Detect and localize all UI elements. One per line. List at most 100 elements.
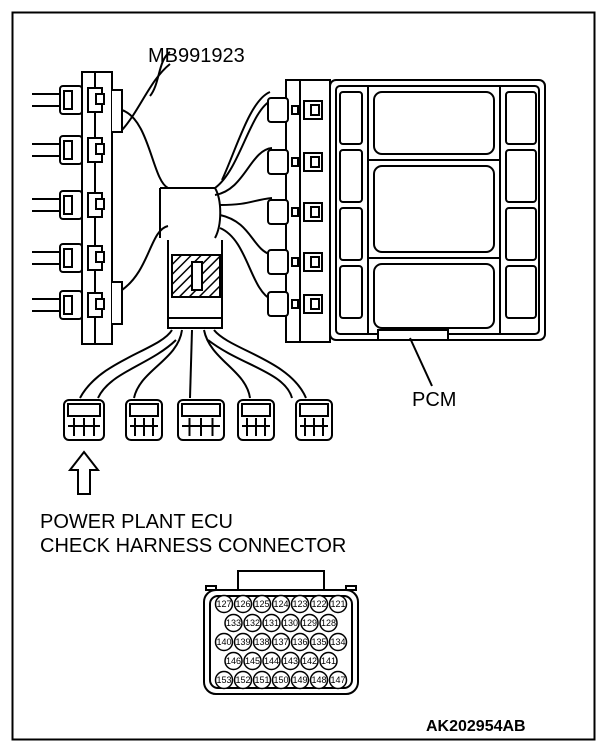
check-harness-connectors [63,399,333,441]
pcm-plug [267,291,323,317]
pin-number: 151 [254,675,269,685]
connector-pin: 137 [271,632,291,652]
connector-pin: 122 [309,594,329,614]
pin-circle [300,651,319,671]
pin-number: 139 [235,637,250,647]
pin-circle [224,651,243,671]
pin-circle [271,670,291,690]
check-harness-plug [177,399,225,441]
pin-circle [290,632,310,652]
pin-number: 149 [292,675,307,685]
pin-circle [214,632,234,652]
pin-circle [319,651,338,671]
pin-circle [271,594,291,614]
check-harness-plug [237,399,275,441]
pcm-plugs [267,97,323,317]
connector-pin: 151 [252,670,272,690]
connector-pin: 143 [281,651,300,671]
pin-circle [262,613,281,633]
pin-number: 136 [292,637,307,647]
pin-number: 134 [330,637,345,647]
pcm-plug [267,149,323,175]
connector-pin: 150 [271,670,291,690]
pin-number: 145 [245,656,260,666]
connector-pin: 136 [290,632,310,652]
pin-circle [290,594,310,614]
pcm-plug [267,97,323,123]
pin-number: 142 [302,656,317,666]
pin-number: 123 [292,599,307,609]
connector-pin: 141 [319,651,338,671]
pin-circle [243,613,262,633]
connector-pin: 139 [233,632,253,652]
connector-pin: 146 [224,651,243,671]
tool-name-label: MB991923 [148,45,245,67]
pin-circle [214,594,234,614]
pin-number: 125 [254,599,269,609]
left-plug [32,135,105,165]
pin-number: 127 [216,599,231,609]
pin-circle [281,613,300,633]
left-plug [32,85,105,115]
check-harness-plug [295,399,333,441]
connector-pin: 152 [233,670,253,690]
pin-circle [262,651,281,671]
connector-pin: 140 [214,632,234,652]
connector-pin: 127 [214,594,234,614]
connector-pin: 135 [309,632,329,652]
pin-number: 148 [311,675,326,685]
check-harness-plug [63,399,105,441]
up-arrow-icon [67,450,101,495]
pcm-leader-line [409,337,433,387]
pin-number: 140 [216,637,231,647]
pin-circle [271,632,291,652]
pin-number: 146 [226,656,241,666]
pin-circle [300,613,319,633]
pin-number: 152 [235,675,250,685]
connector-pin: 131 [262,613,281,633]
connector-pin: 144 [262,651,281,671]
connector-pin: 142 [300,651,319,671]
pin-number: 147 [330,675,345,685]
connector-pin: 130 [281,613,300,633]
connector-pin: 145 [243,651,262,671]
pin-number: 150 [273,675,288,685]
left-plug [32,290,105,320]
pin-circle [252,594,272,614]
pin-number: 153 [216,675,231,685]
pin-number: 138 [254,637,269,647]
connector-title-line2: CHECK HARNESS CONNECTOR [40,535,346,557]
pin-circle [252,632,272,652]
connector-pin: 129 [300,613,319,633]
pin-circle [233,632,253,652]
outer-border [11,11,596,741]
left-plug [32,190,105,220]
adapter-harness [79,51,307,399]
pin-number: 141 [321,656,336,666]
pin-number: 121 [330,599,345,609]
pin-number: 133 [226,618,241,628]
pin-circle [309,594,329,614]
connector-pin: 125 [252,594,272,614]
connector-pin: 124 [271,594,291,614]
pin-circle [252,670,272,690]
pin-circle [233,594,253,614]
pin-circle [309,632,329,652]
connector-pin: 133 [224,613,243,633]
connector-pin: 126 [233,594,253,614]
connector-pin: 123 [290,594,310,614]
connector-pin: 148 [309,670,329,690]
connector-pin: 147 [328,670,348,690]
pin-circle [290,670,310,690]
connector-pin: 134 [328,632,348,652]
connector-pin: 138 [252,632,272,652]
pin-circle [328,594,348,614]
pin-circle [243,651,262,671]
connector-pin: 153 [214,670,234,690]
pin-number: 135 [311,637,326,647]
connector-title-line1: POWER PLANT ECU [40,511,233,533]
pin-number: 143 [283,656,298,666]
tool-leader-line [121,63,171,131]
